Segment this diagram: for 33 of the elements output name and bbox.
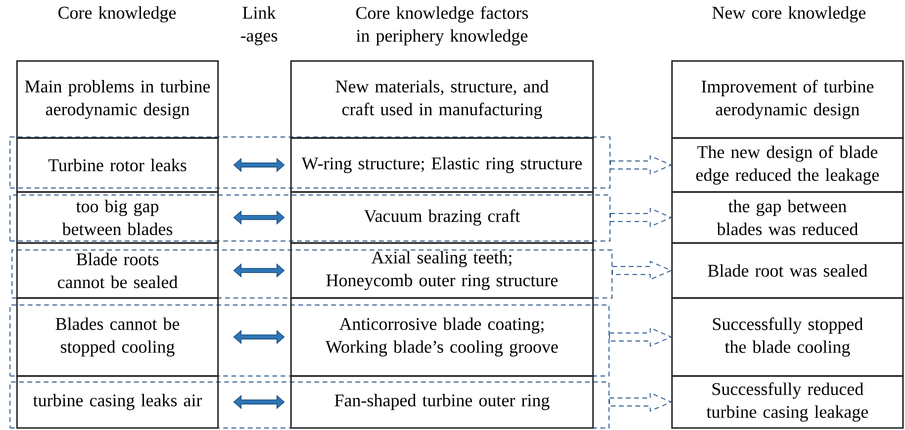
problem-box: too big gap between blades: [16, 191, 219, 244]
double-arrow: [233, 158, 285, 172]
factor-box: Vacuum brazing craft: [290, 191, 594, 244]
outcome-box: Successfully reduced turbine casing leakage: [671, 375, 904, 429]
double-arrow: [233, 210, 285, 225]
column-header: Link -ages: [240, 6, 278, 46]
double-arrow: [233, 394, 285, 410]
outcome-box: Successfully stopped the blade cooling: [671, 297, 904, 377]
column-header: New core knowledge: [712, 6, 866, 22]
column-header: Core knowledge: [58, 6, 176, 22]
outcome-box: The new design of blade edge reduced the leakage: [671, 137, 904, 193]
hollow-arrow: [610, 208, 672, 228]
factor-box: New materials, structure, and craft used in manufacturing: [290, 60, 594, 139]
factor-box: Anticorrosive blade coating; Working blade’s cooling groove: [290, 297, 594, 377]
hollow-arrow: [610, 155, 672, 175]
problem-box: turbine casing leaks air: [16, 375, 219, 429]
dashed-group-frame: [10, 136, 610, 188]
double-arrow: [233, 330, 285, 344]
outcome-box: Blade root was sealed: [671, 242, 904, 299]
factor-box: W-ring structure; Elastic ring structure: [290, 137, 594, 193]
problem-box: Main problems in turbine aerodynamic design: [16, 60, 219, 139]
dashed-group-frame: [10, 194, 610, 242]
double-arrow: [233, 263, 285, 278]
factor-box: Fan-shaped turbine outer ring: [290, 375, 594, 429]
hollow-arrow: [609, 327, 672, 347]
problem-box: Blade roots cannot be sealed: [16, 242, 219, 299]
problem-box: Blades cannot be stopped cooling: [16, 297, 219, 377]
outcome-box: the gap between blades was reduced: [671, 191, 904, 244]
factor-box: Axial sealing teeth; Honeycomb outer ring structure: [290, 242, 594, 299]
hollow-arrow: [609, 392, 672, 412]
problem-box: Turbine rotor leaks: [16, 137, 219, 193]
hollow-arrow: [612, 260, 672, 280]
outcome-box: Improvement of turbine aerodynamic design: [671, 60, 904, 139]
